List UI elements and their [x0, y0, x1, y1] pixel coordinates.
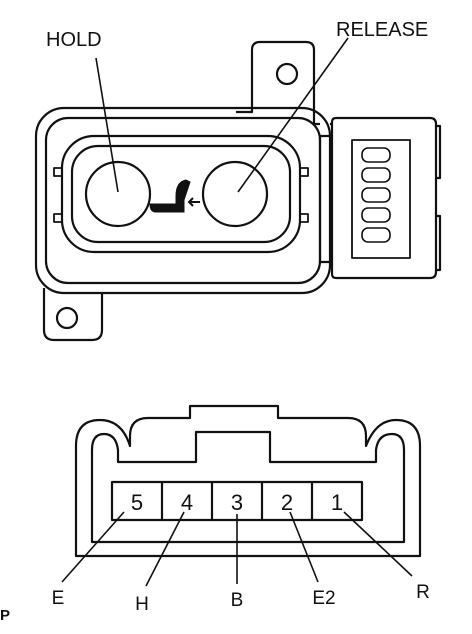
pin-number-5: 5 — [131, 490, 143, 515]
mounting-tab-lower — [42, 288, 104, 342]
pin-signal-r: R — [416, 582, 430, 603]
pin-5-leader — [61, 511, 125, 583]
hold-button — [84, 160, 152, 228]
switch-housing-outer — [34, 106, 332, 295]
hold-leader-line — [95, 57, 119, 193]
seat-lumbar-icon — [149, 179, 200, 213]
pin-signal-e2: E2 — [312, 588, 335, 609]
button-panel-inner — [70, 144, 292, 244]
release-button — [201, 160, 269, 228]
pin-signal-e: E — [52, 588, 65, 609]
pin-signal-b: B — [231, 590, 244, 611]
connector-face-outer — [74, 404, 422, 558]
pin-number-3: 3 — [231, 490, 243, 515]
pin-1-leader — [343, 511, 413, 577]
switch-body — [34, 40, 332, 342]
mounting-tab-upper — [236, 40, 320, 126]
pin-number-2: 2 — [281, 490, 293, 515]
button-panel-outer — [60, 134, 302, 254]
pin-4-leader — [145, 511, 185, 587]
connector-face-inner — [90, 430, 406, 544]
release-label: RELEASE — [336, 19, 428, 41]
pin-signal-h: H — [135, 594, 149, 615]
reference-mark: P — [0, 607, 10, 624]
release-leader-line — [237, 37, 349, 193]
mounting-hole-upper — [275, 62, 299, 86]
switch-connector-housing — [318, 116, 442, 280]
pin-number-4: 4 — [181, 490, 193, 515]
pin-number-1: 1 — [331, 490, 343, 515]
mounting-hole-lower — [55, 306, 79, 330]
pin-2-leader — [289, 511, 319, 583]
hold-label: HOLD — [46, 29, 102, 51]
